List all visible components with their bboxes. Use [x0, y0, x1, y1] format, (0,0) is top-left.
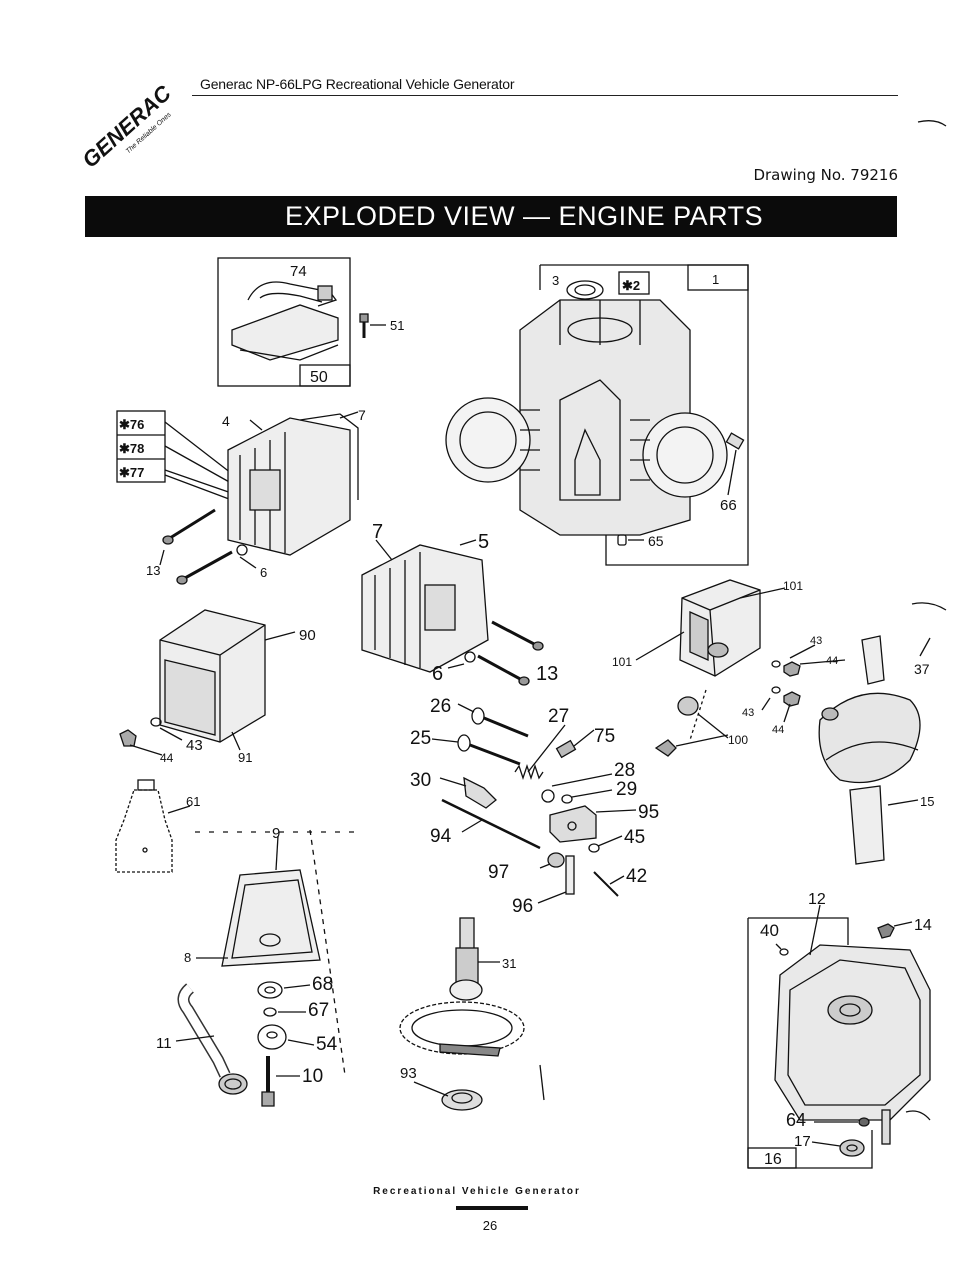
callout-95: 95 [638, 802, 659, 823]
callout-43-left: 43 [186, 737, 203, 754]
callout-65: 65 [648, 533, 664, 549]
callout-64: 64 [786, 1110, 806, 1130]
callout-9: 9 [272, 825, 280, 842]
callout-16: 16 [764, 1151, 782, 1168]
callout-43-right-top: 43 [810, 635, 822, 647]
footer-title: Recreational Vehicle Generator [373, 1186, 581, 1197]
part-11-hose [175, 983, 248, 1095]
callout-78: ✱78 [119, 441, 144, 456]
callout-91: 91 [238, 750, 252, 765]
callout-7-top: 7 [358, 407, 366, 423]
callout-17: 17 [794, 1133, 811, 1150]
callout-50: 50 [310, 369, 328, 386]
generac-logo: GENERAC The Reliable Ones [77, 80, 176, 173]
callout-54: 54 [316, 1034, 338, 1055]
callout-3: 3 [552, 273, 559, 288]
callout-6-center: 6 [432, 663, 443, 685]
callout-100: 100 [728, 733, 748, 747]
callout-44-right-bottom: 44 [772, 724, 784, 736]
valve-train-parts [431, 703, 637, 904]
callout-10: 10 [302, 1066, 323, 1087]
washers-and-bolt [257, 981, 315, 1107]
callout-8: 8 [184, 950, 191, 965]
callout-61: 61 [186, 794, 200, 809]
part-8-bracket [196, 829, 346, 1076]
callout-74: 74 [290, 263, 307, 280]
callout-94: 94 [430, 826, 452, 847]
callout-11: 11 [156, 1035, 172, 1052]
callout-6-left: 6 [260, 565, 267, 580]
callout-15: 15 [920, 794, 934, 809]
valve-cover-90 [119, 609, 296, 756]
cylinder-head-left [227, 411, 359, 556]
callout-67: 67 [308, 1000, 329, 1021]
footer-rule [456, 1206, 528, 1210]
callout-101-left: 101 [612, 655, 632, 669]
callout-12: 12 [808, 891, 826, 908]
page-number: 26 [482, 1218, 498, 1233]
camshaft-and-gear [399, 917, 545, 1111]
part-51-bolt [359, 313, 386, 338]
callout-90: 90 [299, 627, 316, 644]
callout-75: 75 [594, 726, 615, 747]
callout-5: 5 [478, 531, 489, 553]
part-16-crankcase-box [747, 904, 931, 1169]
callout-44-left: 44 [160, 751, 174, 765]
callout-13-left: 13 [146, 563, 160, 578]
cylinder-head-center [361, 539, 544, 686]
drawing-number: Drawing No. 79216 [753, 166, 898, 184]
callout-4: 4 [222, 413, 230, 429]
callout-7-center: 7 [372, 521, 383, 543]
callout-40: 40 [760, 921, 779, 940]
callout-51: 51 [390, 318, 404, 333]
callout-26: 26 [430, 696, 451, 717]
callout-14: 14 [914, 917, 932, 934]
callout-2: ✱2 [622, 278, 640, 293]
callout-1: 1 [712, 272, 719, 287]
section-banner: EXPLODED VIEW — ENGINE PARTS [85, 196, 897, 237]
crankshaft [818, 120, 947, 865]
callout-42: 42 [626, 866, 647, 887]
callout-28: 28 [614, 760, 635, 781]
callout-93: 93 [400, 1065, 417, 1082]
callout-43-right-bottom: 43 [742, 707, 754, 719]
callout-96: 96 [512, 896, 533, 917]
callout-101-right: 101 [783, 579, 803, 593]
callout-45: 45 [624, 827, 645, 848]
callout-29: 29 [616, 779, 637, 800]
callout-31: 31 [502, 956, 516, 971]
head-bolts-left [159, 508, 257, 585]
callout-44-right-top: 44 [826, 655, 838, 667]
document-title: Generac NP-66LPG Recreational Vehicle Ge… [200, 76, 515, 92]
callout-27: 27 [548, 706, 569, 727]
muffler-101 [635, 579, 846, 757]
part-50-box [217, 257, 351, 387]
callout-97: 97 [488, 862, 509, 883]
callout-13-center: 13 [536, 663, 558, 685]
part-1-engine-block-box [445, 264, 749, 566]
callout-30: 30 [410, 770, 431, 791]
callout-25: 25 [410, 728, 431, 749]
header-rule [192, 95, 898, 96]
part-61-bottle [115, 779, 191, 873]
callout-77: ✱77 [119, 465, 144, 480]
callout-68: 68 [312, 974, 333, 995]
callout-66: 66 [720, 497, 737, 514]
callout-76: ✱76 [119, 417, 144, 432]
callout-37: 37 [914, 661, 930, 677]
